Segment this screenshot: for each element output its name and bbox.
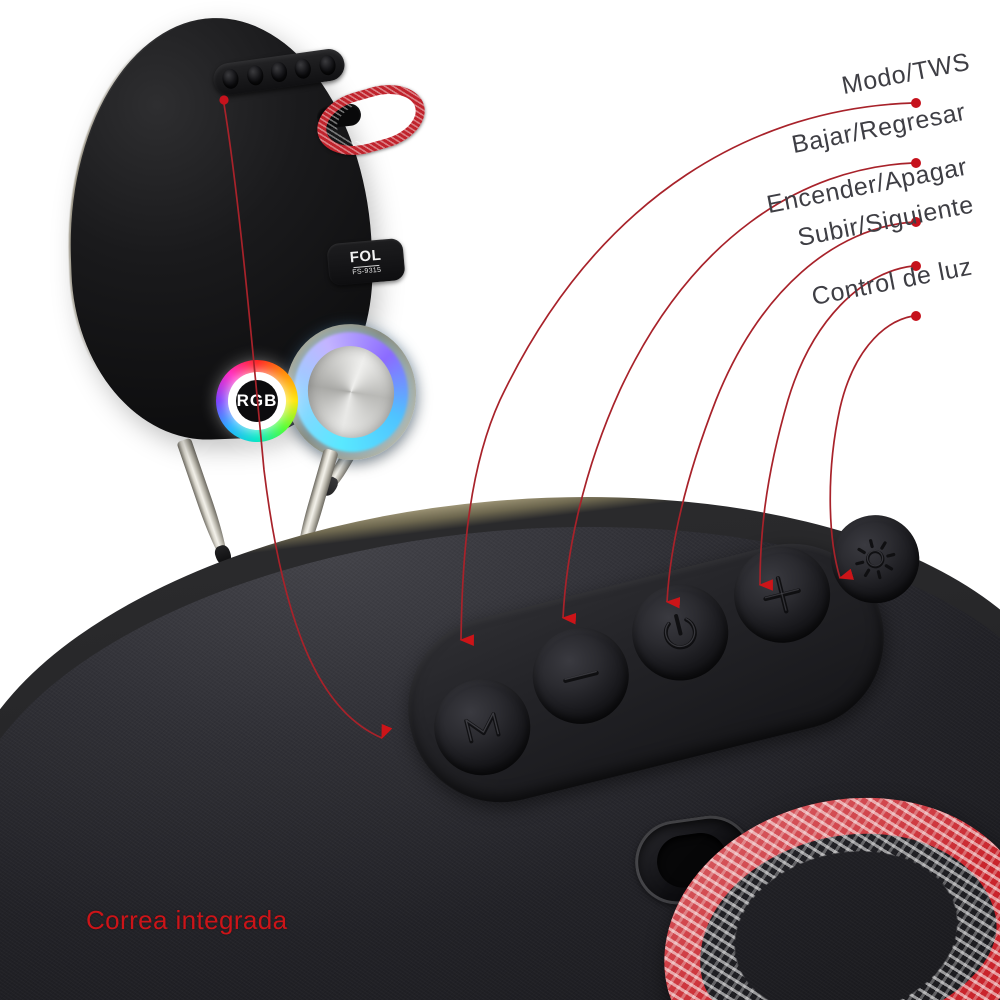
mini-button-power[interactable] <box>269 60 289 84</box>
mini-button-mode[interactable] <box>221 67 240 90</box>
mini-button-minus[interactable] <box>245 64 265 87</box>
button-power[interactable] <box>622 574 739 691</box>
button-minus[interactable] <box>522 617 639 735</box>
mini-button-plus[interactable] <box>293 57 313 80</box>
letter-m-icon <box>454 699 510 755</box>
callout-label-modo-tws: Modo/TWS <box>839 47 973 101</box>
rgb-badge-label: RGB <box>236 380 278 422</box>
rgb-badge-icon: RGB <box>216 360 298 442</box>
callout-label-control-de-luz: Control de luz <box>809 252 975 312</box>
strap-callout-label: Correa integrada <box>86 905 288 935</box>
brand-name: FOL <box>349 246 382 267</box>
plus-icon <box>752 564 813 625</box>
mini-button-light[interactable] <box>317 54 337 77</box>
brand-model: FS-9315 <box>352 266 382 277</box>
button-mode[interactable] <box>424 669 541 786</box>
callout-label-bajar-regresar: Bajar/Regresar <box>789 97 969 160</box>
button-plus[interactable] <box>723 536 841 653</box>
minus-icon <box>551 648 611 705</box>
brand-badge: FOL FS-9315 <box>326 237 406 287</box>
power-icon <box>651 603 709 661</box>
sun-brightness-icon <box>846 530 904 588</box>
mini-speaker-photo: FOL FS-9315 RGB <box>28 10 433 580</box>
